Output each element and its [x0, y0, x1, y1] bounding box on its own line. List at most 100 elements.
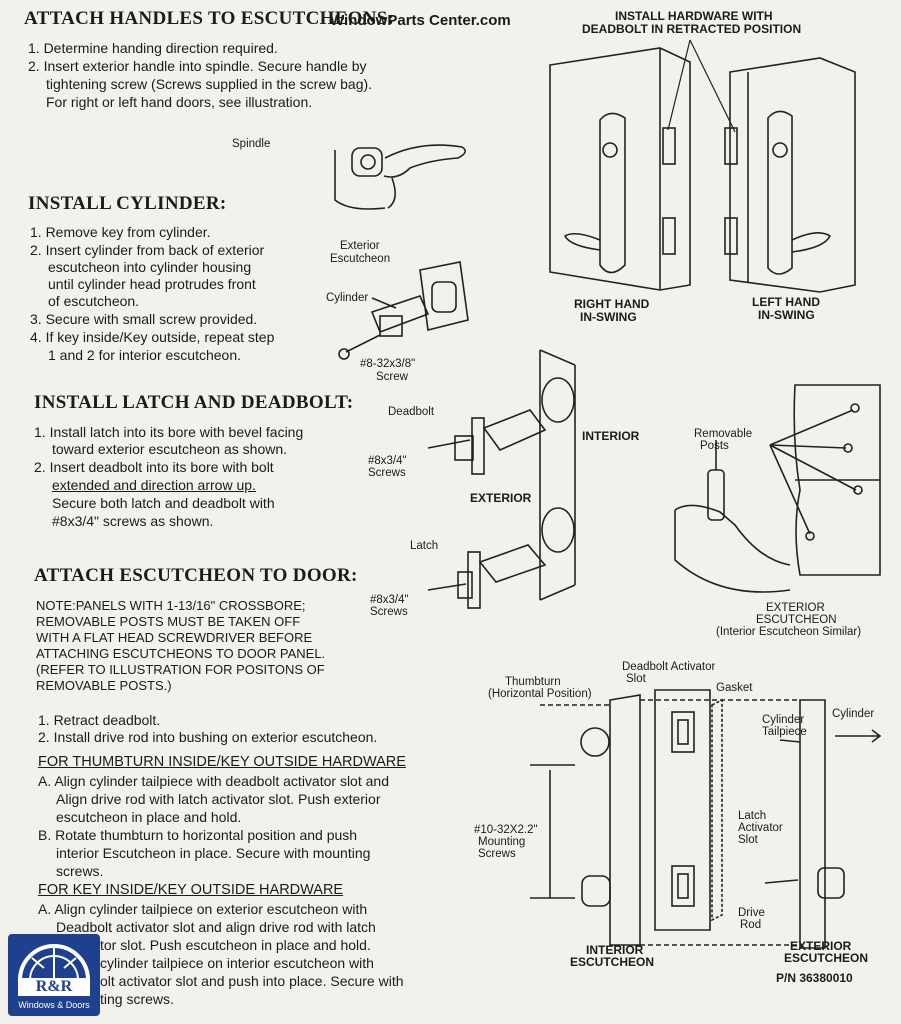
right-hand-door-drawing	[549, 47, 691, 291]
thumbturn-step-a-cont: escutcheon in place and hold.	[56, 809, 242, 825]
caption-interior: INTERIOR	[586, 943, 644, 957]
label-latch: Latch	[738, 810, 767, 822]
label-screws-2: Screws	[370, 606, 408, 618]
latch-step-1: 1. Install latch into its bore with beve…	[34, 424, 304, 440]
handles-step-2-cont: tightening screw (Screws supplied in the…	[46, 76, 373, 92]
label-screw-spec: #8-32x3/8"	[360, 358, 416, 370]
label-screw: Screw	[376, 371, 408, 383]
key-step-a-cont: Deadbolt activator slot and align drive …	[56, 919, 376, 935]
latch-deadbolt-drawing	[427, 349, 576, 609]
handing-title-line2: DEADBOLT IN RETRACTED POSITION	[582, 22, 802, 36]
cylinder-step-1: 1. Remove key from cylinder.	[30, 224, 211, 240]
label-activator: Activator	[738, 822, 783, 834]
heading-install-cylinder: INSTALL CYLINDER:	[28, 193, 227, 214]
cylinder-step-2-cont: escutcheon into cylinder housing	[48, 259, 252, 275]
label-thumbturn: Thumbturn	[505, 676, 561, 688]
key-step-b: cylinder tailpiece on interior escutcheo…	[100, 955, 374, 971]
caption-escutcheon: ESCUTCHEON	[756, 614, 837, 626]
note-line: (REFER TO ILLUSTRATION FOR POSITONS OF	[36, 662, 325, 677]
caption-right-in-swing: IN-SWING	[580, 310, 637, 324]
cylinder-step-2-cont: of escutcheon.	[48, 293, 140, 309]
cylinder-step-3: 3. Secure with small screw provided.	[30, 311, 258, 327]
cylinder-step-2: 2. Insert cylinder from back of exterior	[30, 242, 265, 258]
heading-attach-handles: ATTACH HANDLES TO ESCUTCHEONS:	[24, 8, 395, 29]
part-number: P/N 36380010	[776, 971, 853, 985]
caption-exterior-escutcheon: ESCUTCHEON	[784, 951, 869, 965]
exploded-assembly-drawing	[530, 689, 882, 949]
label-posts: Posts	[700, 440, 729, 452]
caption-exterior: EXTERIOR	[766, 602, 825, 614]
label-drive: Drive	[738, 907, 765, 919]
handles-step-2-cont: For right or left hand doors, see illust…	[46, 94, 313, 110]
caption-exterior: EXTERIOR	[790, 939, 852, 953]
label-horizontal-position: (Horizontal Position)	[488, 688, 592, 700]
latch-step-2: 2. Insert deadbolt into its bore with bo…	[34, 459, 274, 475]
heading-install-latch: INSTALL LATCH AND DEADBOLT:	[34, 392, 354, 413]
label-latch: Latch	[410, 540, 439, 552]
label-screws-spec-2: #8x3/4"	[370, 594, 409, 606]
thumbturn-step-a-cont: Align drive rod with latch activator slo…	[56, 791, 381, 807]
key-step-a: A. Align cylinder tailpiece on exterior …	[38, 901, 368, 917]
label-cylinder-right: Cylinder	[832, 708, 875, 720]
handles-step-1: 1. Determine handing direction required.	[28, 40, 278, 56]
left-hand-door-drawing	[724, 57, 856, 293]
key-step-b-cont: ting screws.	[100, 991, 174, 1007]
label-rod: Rod	[740, 919, 762, 931]
note-line: WITH A FLAT HEAD SCREWDRIVER BEFORE	[36, 630, 313, 645]
caption-right-hand: RIGHT HAND	[574, 297, 650, 311]
spindle-handle-drawing	[334, 144, 466, 210]
label-spindle: Spindle	[232, 138, 271, 150]
label-cylinder-tailpiece: Cylinder	[762, 714, 805, 726]
latch-step-2-cont: Secure both latch and deadbolt with	[52, 495, 275, 511]
thumbturn-step-b: B. Rotate thumbturn to horizontal positi…	[38, 827, 358, 843]
caption-left-in-swing: IN-SWING	[758, 308, 815, 322]
door-step-1: 1. Retract deadbolt.	[38, 712, 161, 728]
heading-thumbturn-hardware: FOR THUMBTURN INSIDE/KEY OUTSIDE HARDWAR…	[38, 754, 406, 770]
note-line: REMOVABLE POSTS.)	[36, 678, 172, 693]
label-exterior: Exterior	[340, 240, 380, 252]
label-tailpiece: Tailpiece	[762, 726, 807, 738]
label-mounting: Mounting	[478, 836, 526, 848]
label-screws-spec: #8x3/4"	[368, 455, 407, 467]
thumbturn-step-b-cont: screws.	[56, 863, 104, 879]
label-interior: INTERIOR	[582, 429, 640, 443]
label-exterior-side: EXTERIOR	[470, 491, 532, 505]
latch-step-2-cont: #8x3/4" screws as shown.	[52, 513, 214, 529]
cylinder-drawing	[338, 261, 469, 360]
handing-title-line1: INSTALL HARDWARE WITH	[615, 9, 773, 23]
label-gasket: Gasket	[716, 682, 753, 694]
heading-attach-escutcheon: ATTACH ESCUTCHEON TO DOOR:	[34, 565, 358, 586]
note-line: ATTACHING ESCUTCHEONS TO DOOR PANEL.	[36, 646, 326, 661]
thumbturn-step-b-cont: interior Escutcheon in place. Secure wit…	[56, 845, 371, 861]
label-slot: Slot	[738, 834, 758, 846]
note-line: NOTE:PANELS WITH 1-13/16" CROSSBORE;	[36, 598, 306, 613]
watermark: WindowParts Center.com	[330, 12, 511, 29]
label-escutcheon: Escutcheon	[330, 253, 391, 265]
caption-interior-similar: (Interior Escutcheon Similar)	[716, 626, 862, 638]
door-step-2: 2. Install drive rod into bushing on ext…	[38, 729, 378, 745]
caption-left-hand: LEFT HAND	[752, 295, 820, 309]
label-activator-slot: Slot	[626, 673, 646, 685]
key-step-a-cont: tor slot. Push escutcheon in place and h…	[100, 937, 371, 953]
label-removable: Removable	[694, 428, 753, 440]
logo-initials: R&R	[35, 978, 73, 995]
heading-key-hardware: FOR KEY INSIDE/KEY OUTSIDE HARDWARE	[38, 882, 344, 898]
label-deadbolt-activator: Deadbolt Activator	[622, 661, 716, 673]
cylinder-step-4-cont: 1 and 2 for interior escutcheon.	[48, 347, 242, 363]
rr-windows-logo: R&R Windows & Doors	[8, 934, 100, 1016]
label-deadbolt: Deadbolt	[388, 406, 435, 418]
latch-step-2-cont: extended and direction arrow up.	[52, 477, 256, 493]
label-cylinder: Cylinder	[326, 292, 369, 304]
note-line: REMOVABLE POSTS MUST BE TAKEN OFF	[36, 614, 301, 629]
escutcheon-posts-drawing	[674, 384, 881, 593]
caption-interior-escutcheon: ESCUTCHEON	[570, 955, 655, 969]
handles-step-2: 2. Insert exterior handle into spindle. …	[28, 58, 367, 74]
arch-window-icon	[18, 944, 90, 981]
key-step-b-cont: olt activator slot and push into place. …	[100, 973, 404, 989]
cylinder-step-4: 4. If key inside/Key outside, repeat ste…	[30, 329, 275, 345]
thumbturn-step-a: A. Align cylinder tailpiece with deadbol…	[38, 773, 389, 789]
logo-tagline: Windows & Doors	[18, 1000, 90, 1010]
label-screws: Screws	[368, 467, 406, 479]
cylinder-step-2-cont: until cylinder head protrudes front	[48, 276, 256, 292]
